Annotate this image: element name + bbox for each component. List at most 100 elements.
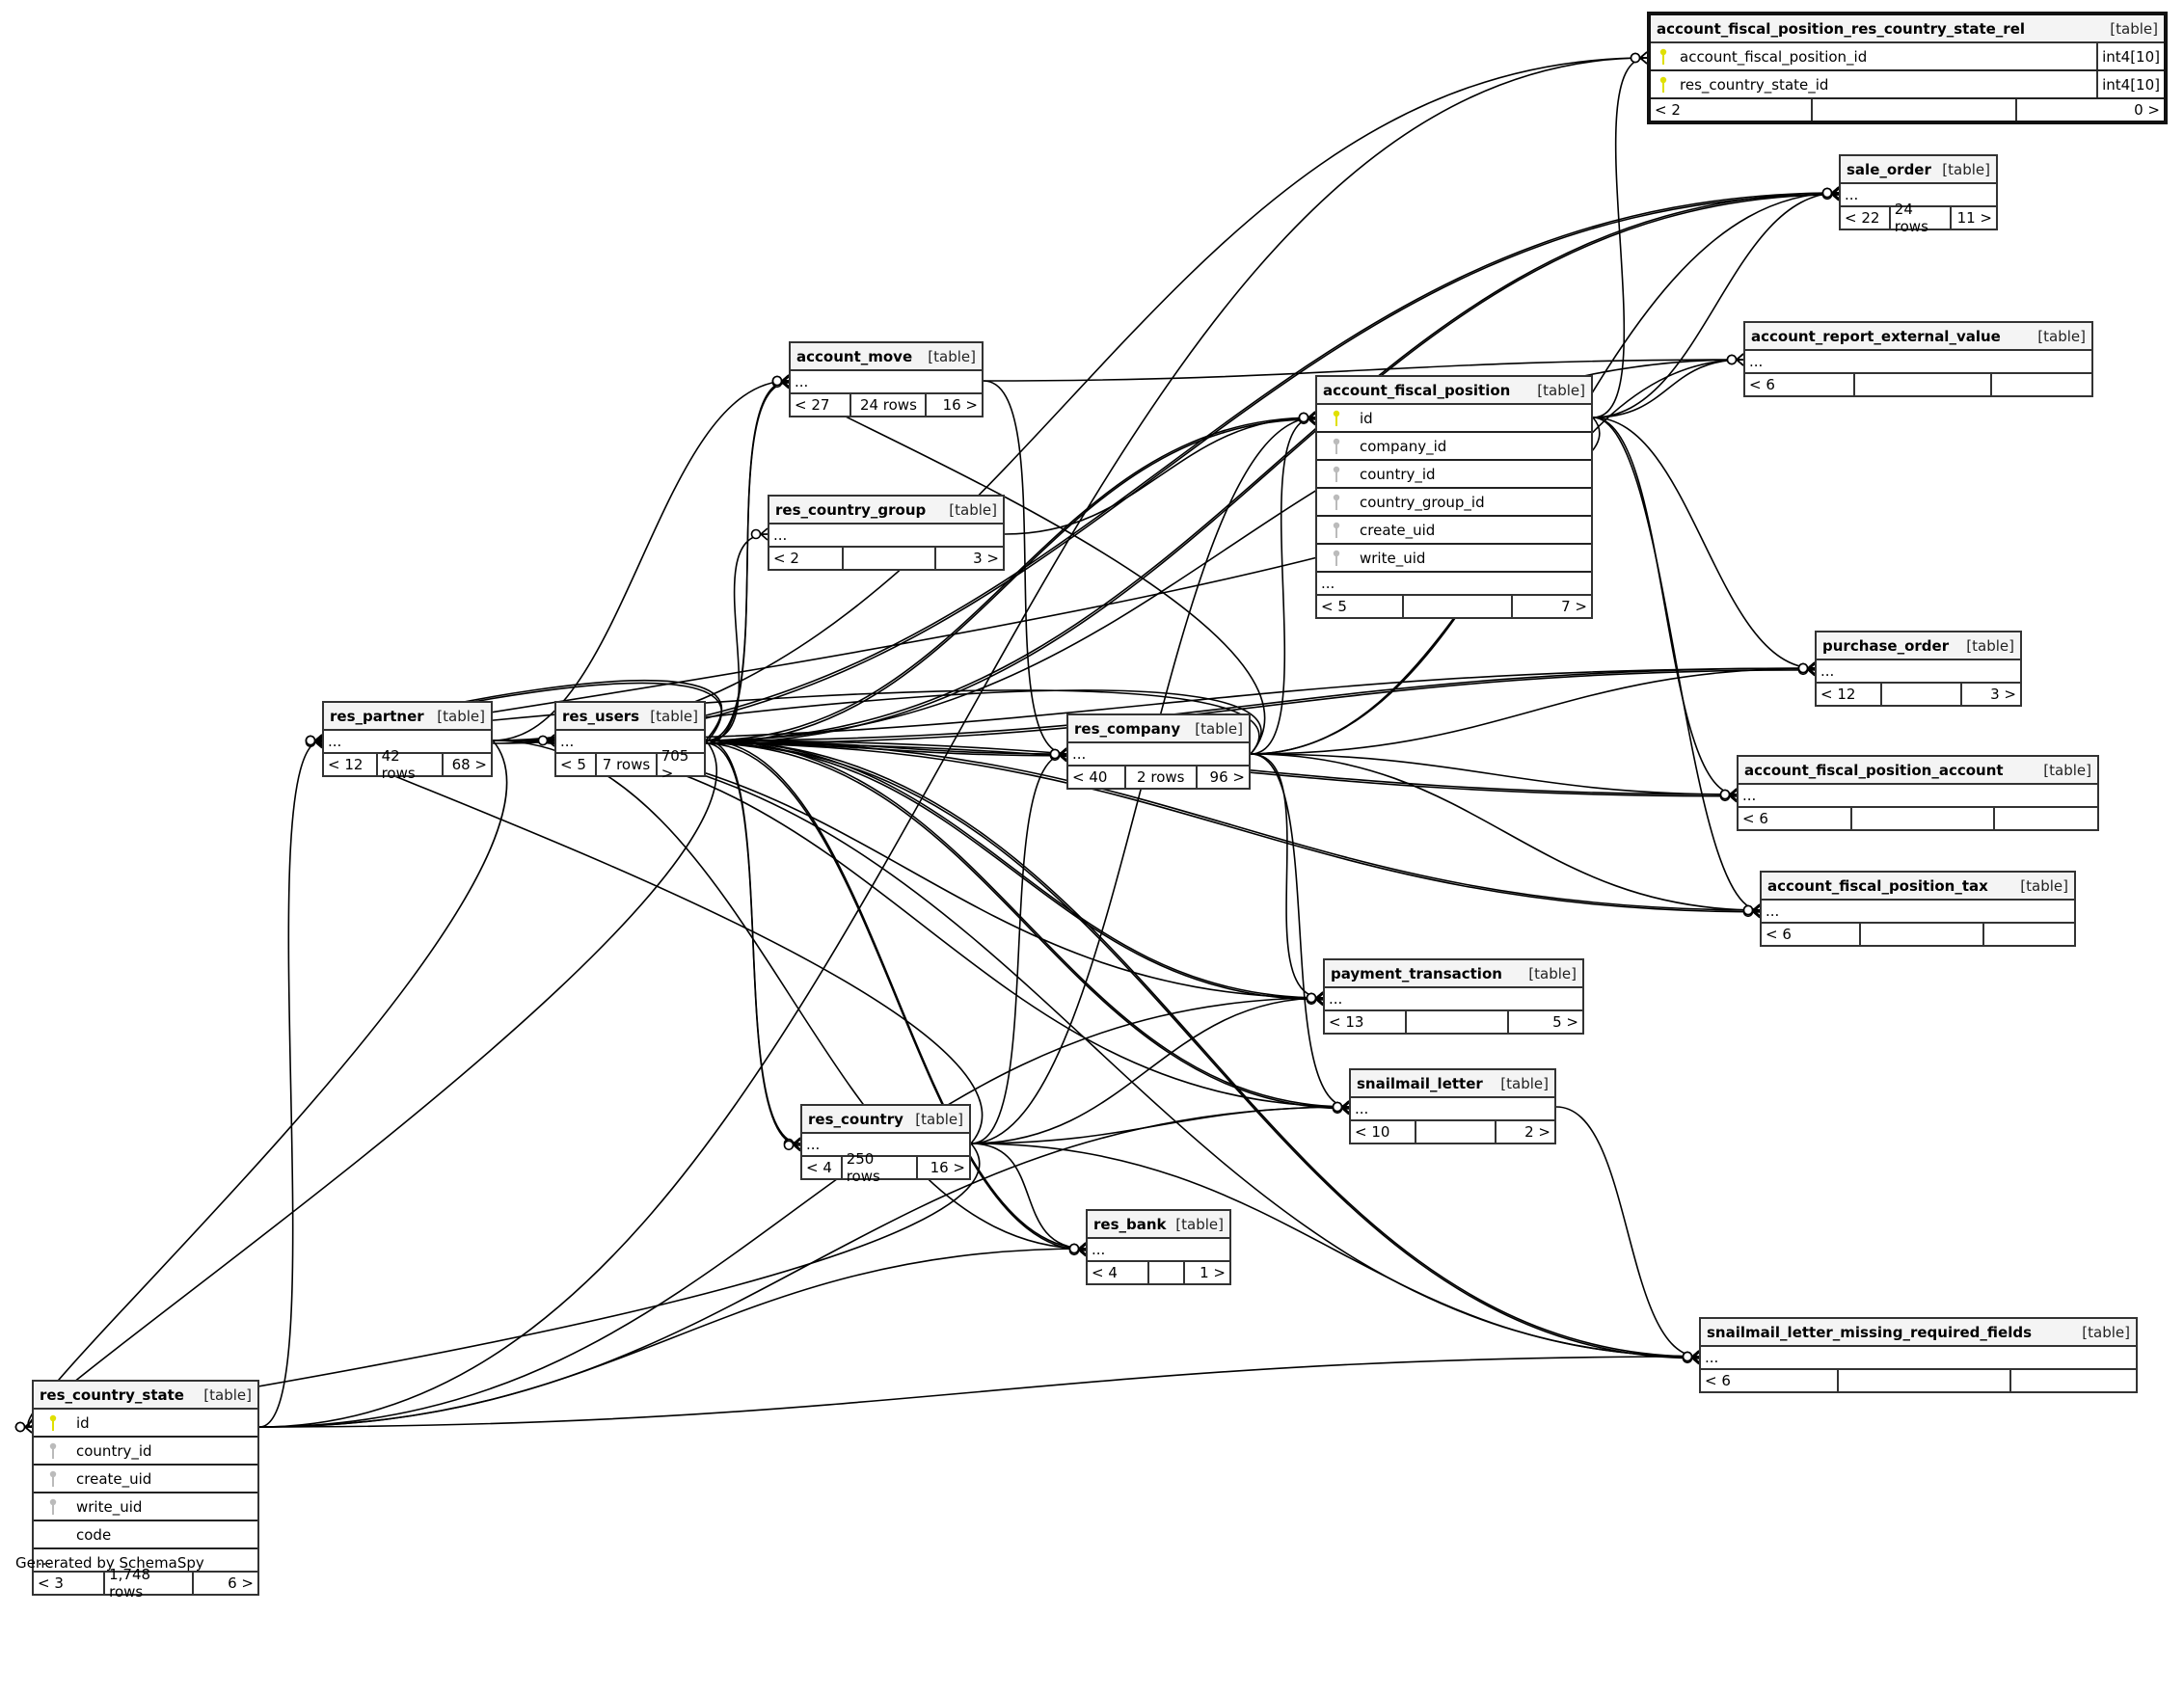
parents-count[interactable]: < 6: [1762, 924, 1862, 945]
children-count[interactable]: 16 >: [942, 396, 978, 414]
children-count[interactable]: [1995, 808, 2097, 829]
parents-count[interactable]: < 12: [324, 754, 378, 775]
more-columns[interactable]: ...: [1325, 988, 1582, 1011]
more-columns[interactable]: ...: [769, 525, 1003, 548]
column-row[interactable]: country_group_id: [1317, 489, 1591, 517]
parents-count[interactable]: < 2: [769, 548, 845, 569]
table-account-fiscal-position-res-country-state-rel[interactable]: account_fiscal_position_res_country_stat…: [1647, 12, 2168, 124]
column-row[interactable]: country_id: [34, 1438, 257, 1466]
children-count[interactable]: 3 >: [973, 550, 999, 567]
children-count[interactable]: 68 >: [451, 756, 487, 773]
table-snailmail-letter-missing-required-fields[interactable]: snailmail_letter_missing_required_fields…: [1699, 1317, 2138, 1393]
more-columns[interactable]: ...: [34, 1549, 257, 1573]
table-kind: [table]: [915, 1110, 963, 1128]
table-kind: [table]: [437, 707, 485, 725]
column-row[interactable]: id: [1317, 405, 1591, 433]
parents-count[interactable]: < 4: [1088, 1262, 1149, 1283]
children-count[interactable]: 0 >: [2134, 101, 2160, 119]
more-columns[interactable]: ...: [1088, 1239, 1229, 1262]
children-count[interactable]: 16 >: [930, 1159, 965, 1176]
parents-count[interactable]: < 6: [1739, 808, 1853, 829]
parents-count[interactable]: < 27: [791, 394, 852, 416]
children-count[interactable]: 3 >: [1990, 686, 2016, 703]
optional-marker-icon: [1298, 412, 1309, 423]
parents-count[interactable]: < 6: [1701, 1370, 1839, 1391]
parents-count[interactable]: < 5: [556, 754, 598, 775]
column-row[interactable]: company_id: [1317, 433, 1591, 461]
column-row[interactable]: country_id: [1317, 461, 1591, 489]
table-account-fiscal-position-account[interactable]: account_fiscal_position_account[table] .…: [1737, 755, 2099, 831]
table-footer: < 13 5 >: [1325, 1011, 1582, 1033]
more-columns[interactable]: ...: [1701, 1347, 2136, 1370]
column-row[interactable]: res_country_state_id int4[10]: [1651, 71, 2164, 99]
children-count[interactable]: 96 >: [1209, 768, 1245, 786]
children-count[interactable]: 5 >: [1552, 1013, 1578, 1031]
children-count[interactable]: 7 >: [1561, 598, 1587, 615]
children-count[interactable]: 705 >: [661, 747, 689, 782]
relationship-edge-res_users-to-snailmail_letter: [705, 740, 1350, 1108]
more-columns[interactable]: ...: [1817, 660, 2020, 684]
foreign-key-icon: [1317, 550, 1356, 567]
more-columns[interactable]: ...: [1739, 785, 2097, 808]
more-columns[interactable]: ...: [802, 1134, 969, 1157]
parents-count[interactable]: < 2: [1651, 99, 1814, 121]
more-columns[interactable]: ...: [1351, 1098, 1554, 1121]
table-kind: [table]: [2043, 761, 2091, 779]
row-count: [1839, 1370, 2012, 1391]
column-row[interactable]: account_fiscal_position_id int4[10]: [1651, 43, 2164, 71]
column-row[interactable]: id: [34, 1410, 257, 1438]
parents-count[interactable]: < 13: [1325, 1011, 1408, 1033]
more-columns[interactable]: ...: [1841, 184, 1996, 207]
table-kind: [table]: [2110, 19, 2158, 38]
more-columns[interactable]: ...: [556, 731, 704, 754]
children-count[interactable]: 6 >: [228, 1574, 254, 1592]
more-columns[interactable]: ...: [791, 371, 982, 394]
table-account-report-external-value[interactable]: account_report_external_value[table] ...…: [1743, 321, 2093, 397]
parents-count[interactable]: < 4: [802, 1157, 843, 1178]
table-account-fiscal-position-tax[interactable]: account_fiscal_position_tax[table] ... <…: [1760, 871, 2076, 947]
parents-count[interactable]: < 6: [1745, 374, 1856, 395]
parents-count[interactable]: < 22: [1841, 207, 1891, 229]
parents-count[interactable]: < 10: [1351, 1121, 1416, 1143]
column-row[interactable]: code: [34, 1521, 257, 1549]
children-count[interactable]: [1984, 924, 2074, 945]
table-account-fiscal-position[interactable]: account_fiscal_position[table] id compan…: [1315, 375, 1593, 619]
more-columns[interactable]: ...: [1317, 573, 1591, 596]
column-row[interactable]: create_uid: [34, 1466, 257, 1493]
row-count: 24 rows: [1891, 201, 1952, 235]
column-row[interactable]: write_uid: [1317, 545, 1591, 573]
more-columns[interactable]: ...: [1068, 743, 1249, 767]
column-row[interactable]: write_uid: [34, 1493, 257, 1521]
row-count: [1416, 1121, 1496, 1143]
parents-count[interactable]: < 12: [1817, 684, 1882, 705]
parents-count[interactable]: < 40: [1068, 767, 1126, 788]
children-count[interactable]: 11 >: [1956, 209, 1992, 227]
parents-count[interactable]: < 3: [34, 1573, 106, 1594]
children-count[interactable]: 2 >: [1524, 1123, 1550, 1141]
children-count[interactable]: [1992, 374, 2091, 395]
more-columns[interactable]: ...: [1762, 901, 2074, 924]
parents-count[interactable]: < 5: [1317, 596, 1405, 617]
foreign-key-icon: [1317, 466, 1356, 483]
more-columns[interactable]: ...: [324, 731, 491, 754]
optional-marker-icon: [1797, 662, 1809, 674]
table-name: purchase_order: [1822, 636, 1950, 655]
more-columns[interactable]: ...: [1745, 351, 2091, 374]
table-res-country-state[interactable]: res_country_state[table] id country_id c…: [32, 1380, 259, 1601]
children-count[interactable]: 1 >: [1200, 1264, 1226, 1281]
children-count[interactable]: [2011, 1370, 2136, 1391]
column-row[interactable]: create_uid: [1317, 517, 1591, 545]
relationship-edge-res_country_state-to-afp_rel: [258, 57, 1648, 1428]
